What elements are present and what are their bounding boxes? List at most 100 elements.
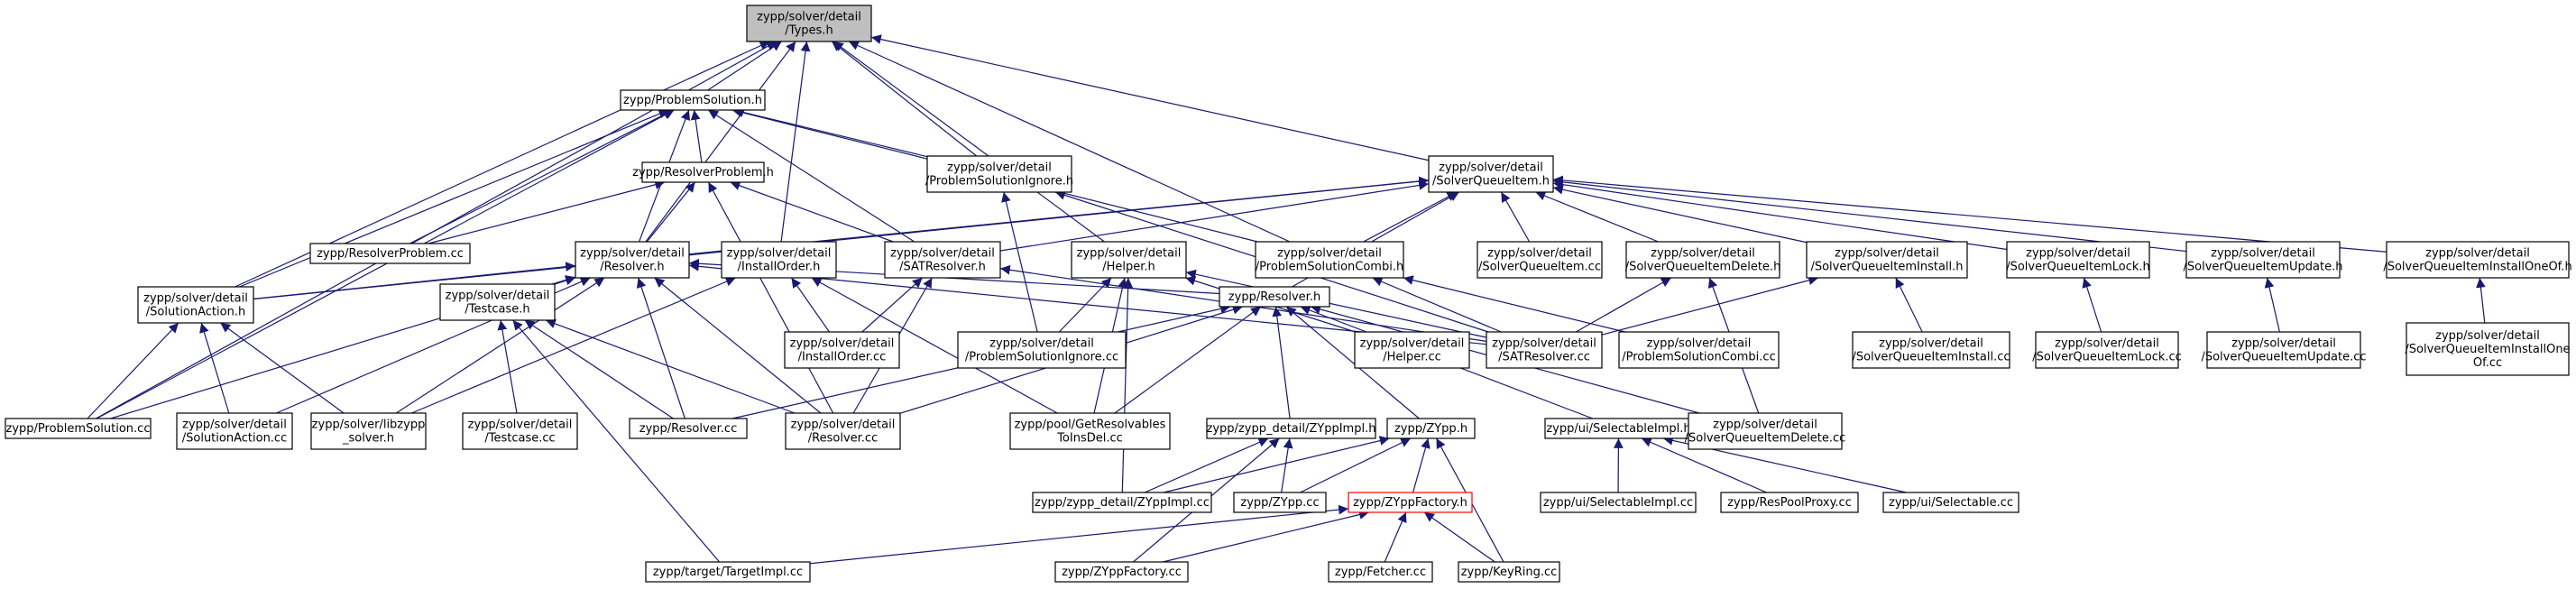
node-solutionaction-h[interactable]: zypp/solver/detail/SolutionAction.h bbox=[137, 286, 254, 324]
edge-installorder-cc-to-installorder-h bbox=[791, 277, 830, 333]
edge-zypp-cc-to-zypp-h bbox=[1300, 437, 1412, 493]
node-box bbox=[1206, 418, 1376, 439]
node-sqitem-h[interactable]: zypp/solver/detail/SolverQueueItem.h bbox=[1428, 155, 1554, 193]
node-box bbox=[1354, 331, 1470, 369]
node-label-line: /SolverQueueItemDelete.cc bbox=[1685, 432, 1846, 446]
edge-line bbox=[2082, 277, 2102, 333]
node-zyppimpl-h[interactable]: zypp/zypp_detail/ZYppImpl.h bbox=[1206, 418, 1376, 439]
node-resolverproblem-cc[interactable]: zypp/ResolverProblem.cc bbox=[309, 243, 471, 264]
edge-line bbox=[411, 277, 736, 414]
node-sqiinstall-h[interactable]: zypp/solver/detail/SolverQueueItemInstal… bbox=[1806, 241, 1968, 279]
node-sqidelete-cc[interactable]: zypp/solver/detail/SolverQueueItemDelete… bbox=[1685, 412, 1846, 450]
node-psignore-cc[interactable]: zypp/solver/detail/ProblemSolutionIgnore… bbox=[957, 331, 1127, 369]
edge-line bbox=[809, 504, 1349, 565]
node-label-line: zypp/solver/detail bbox=[2435, 329, 2540, 343]
node-resolver-cc[interactable]: zypp/Resolver.cc bbox=[629, 418, 748, 439]
node-zyppfactory-h[interactable]: zypp/ZYppFactory.h bbox=[1348, 492, 1473, 513]
edge-line bbox=[1300, 437, 1412, 493]
node-problemsolution-cc[interactable]: zypp/ProblemSolution.cc bbox=[5, 418, 152, 439]
node-zypp-h[interactable]: zypp/ZYpp.h bbox=[1386, 418, 1476, 439]
node-box bbox=[1720, 492, 1859, 513]
edge-sqiinstallone-cc-to-sqiinstallone-h bbox=[2476, 277, 2486, 324]
node-resolver-h[interactable]: zypp/Resolver.h bbox=[1219, 286, 1330, 308]
node-sqiupdate-cc[interactable]: zypp/solver/detail/SolverQueueItemUpdate… bbox=[2201, 331, 2367, 369]
node-box bbox=[1348, 492, 1473, 513]
node-resolver-detail-cc[interactable]: zypp/solver/detail/Resolver.cc bbox=[785, 412, 901, 450]
node-box bbox=[721, 241, 837, 279]
node-fetcher-cc[interactable]: zypp/Fetcher.cc bbox=[1328, 561, 1433, 583]
edge-pscombi-h-to-sqitem-h bbox=[1363, 191, 1458, 243]
node-sqiinstallone-h[interactable]: zypp/solver/detail/SolverQueueItemInstal… bbox=[2383, 241, 2572, 279]
edge-resolver-detail-cc-to-testcase-h bbox=[545, 318, 796, 414]
node-label-line: /ProblemSolutionCombi.h bbox=[1256, 261, 1403, 274]
node-helper-h[interactable]: zypp/solver/detail/Helper.h bbox=[1071, 241, 1187, 279]
node-label-line: zypp/Resolver.cc bbox=[639, 422, 737, 436]
node-selectableimpl-h[interactable]: zypp/ui/SelectableImpl.h bbox=[1544, 418, 1693, 439]
node-sqiinstallone-cc[interactable]: zypp/solver/detail/SolverQueueItemInstal… bbox=[2405, 322, 2571, 376]
node-solutionaction-cc[interactable]: zypp/solver/detail/SolutionAction.cc bbox=[176, 412, 293, 450]
edge-line bbox=[646, 181, 696, 243]
node-sqilock-cc[interactable]: zypp/solver/detail/SolverQueueItemLock.c… bbox=[2032, 331, 2182, 369]
node-keyring-cc[interactable]: zypp/KeyRing.cc bbox=[1458, 561, 1560, 583]
node-box bbox=[1852, 331, 2010, 369]
node-sqilock-h[interactable]: zypp/solver/detail/SolverQueueItemLock.h bbox=[2006, 241, 2150, 279]
edge-zyppimpl-h-to-resolver-h bbox=[1272, 306, 1291, 419]
node-zyppimpl-cc[interactable]: zypp/zypp_detail/ZYppImpl.cc bbox=[1032, 492, 1212, 513]
node-resolver-detail-h[interactable]: zypp/solver/detail/Resolver.h bbox=[575, 241, 690, 279]
node-types-h[interactable]: zypp/solver/detail/Types.h bbox=[746, 5, 872, 42]
node-respoolproxy-cc[interactable]: zypp/ResPoolProxy.cc bbox=[1720, 492, 1859, 513]
node-zyppfactory-cc[interactable]: zypp/ZYppFactory.cc bbox=[1054, 561, 1189, 583]
node-box bbox=[1255, 241, 1404, 279]
edge-line bbox=[1403, 275, 1625, 333]
node-label-line: /SolverQueueItemUpdate.h bbox=[2184, 261, 2343, 274]
node-zypp-cc[interactable]: zypp/ZYpp.cc bbox=[1233, 492, 1327, 513]
node-resolverproblem-h[interactable]: zypp/ResolverProblem.h bbox=[632, 161, 774, 183]
edge-zyppimpl-cc-to-zypp-h bbox=[1163, 436, 1390, 493]
edge-libzypp-solver-h-to-resolver-detail-h bbox=[395, 277, 605, 414]
node-sqidelete-h[interactable]: zypp/solver/detail/SolverQueueItemDelete… bbox=[1625, 241, 1781, 279]
node-label-line: zypp/zypp_detail/ZYppImpl.h bbox=[1207, 422, 1376, 436]
node-satresolver-cc[interactable]: zypp/solver/detail/SATResolver.cc bbox=[1486, 331, 1603, 369]
node-box bbox=[620, 89, 766, 111]
node-testcase-cc[interactable]: zypp/solver/detail/Testcase.cc bbox=[462, 412, 578, 450]
node-selectable-cc[interactable]: zypp/ui/Selectable.cc bbox=[1882, 492, 2019, 513]
node-installorder-cc[interactable]: zypp/solver/detail/InstallOrder.cc bbox=[784, 331, 900, 369]
edge-sqiinstall-h-to-sqitem-h bbox=[1552, 184, 1808, 244]
edge-sqiupdate-h-to-sqitem-h bbox=[1552, 177, 2187, 253]
edge-line bbox=[253, 262, 576, 299]
edge-sqilock-cc-to-sqilock-h bbox=[2082, 277, 2102, 333]
node-helper-cc[interactable]: zypp/solver/detail/Helper.cc bbox=[1354, 331, 1470, 369]
node-label-line: /SolverQueueItemDelete.h bbox=[1625, 261, 1781, 274]
node-label-line: /SolutionAction.cc bbox=[182, 432, 287, 446]
edge-sqiupdate-cc-to-sqiupdate-h bbox=[2264, 277, 2280, 333]
node-pscombi-cc[interactable]: zypp/solver/detail/ProblemSolutionCombi.… bbox=[1618, 331, 1780, 369]
node-satresolver-h[interactable]: zypp/solver/detail/SATResolver.h bbox=[884, 241, 1001, 279]
node-label-line: zypp/solver/detail bbox=[1360, 337, 1465, 351]
node-psignore-h[interactable]: zypp/solver/detail/ProblemSolutionIgnore… bbox=[925, 155, 1073, 193]
node-pscombi-h[interactable]: zypp/solver/detail/ProblemSolutionCombi.… bbox=[1255, 241, 1404, 279]
node-label-line: /SolverQueueItemLock.h bbox=[2006, 261, 2150, 274]
node-label-line: zypp/solver/detail bbox=[468, 419, 573, 432]
node-label-line: zypp/solver/detail bbox=[791, 419, 896, 432]
node-testcase-h[interactable]: zypp/solver/detail/Testcase.h bbox=[439, 283, 556, 321]
node-sqiupdate-h[interactable]: zypp/solver/detail/SolverQueueItemUpdate… bbox=[2184, 241, 2343, 279]
node-label-line: zypp/solver/detail bbox=[2425, 247, 2530, 261]
node-box bbox=[1458, 561, 1560, 583]
node-label-line: zypp/solver/detail bbox=[2055, 337, 2159, 351]
node-problemsolution-h[interactable]: zypp/ProblemSolution.h bbox=[620, 89, 766, 111]
node-targetimpl-cc[interactable]: zypp/target/TargetImpl.cc bbox=[645, 561, 811, 583]
node-sqitem-cc[interactable]: zypp/solver/detail/SolverQueueItem.cc bbox=[1477, 241, 1603, 279]
node-box bbox=[1625, 241, 1780, 279]
node-libzypp-solver-h[interactable]: zypp/solver/libzypp_solver.h bbox=[310, 412, 427, 450]
node-selectableimpl-cc[interactable]: zypp/ui/SelectableImpl.cc bbox=[1540, 492, 1697, 513]
node-installorder-h[interactable]: zypp/solver/detail/InstallOrder.h bbox=[721, 241, 837, 279]
edge-pscombi-cc-to-pscombi-h bbox=[1403, 275, 1625, 333]
node-box bbox=[1540, 492, 1697, 513]
node-label-line: zypp/solver/detail bbox=[1835, 247, 1939, 261]
edge-line bbox=[1423, 511, 1495, 563]
edge-line bbox=[1185, 269, 1487, 338]
node-sqiinstall-cc[interactable]: zypp/solver/detail/SolverQueueItemInstal… bbox=[1852, 331, 2010, 369]
edge-line bbox=[554, 275, 576, 286]
